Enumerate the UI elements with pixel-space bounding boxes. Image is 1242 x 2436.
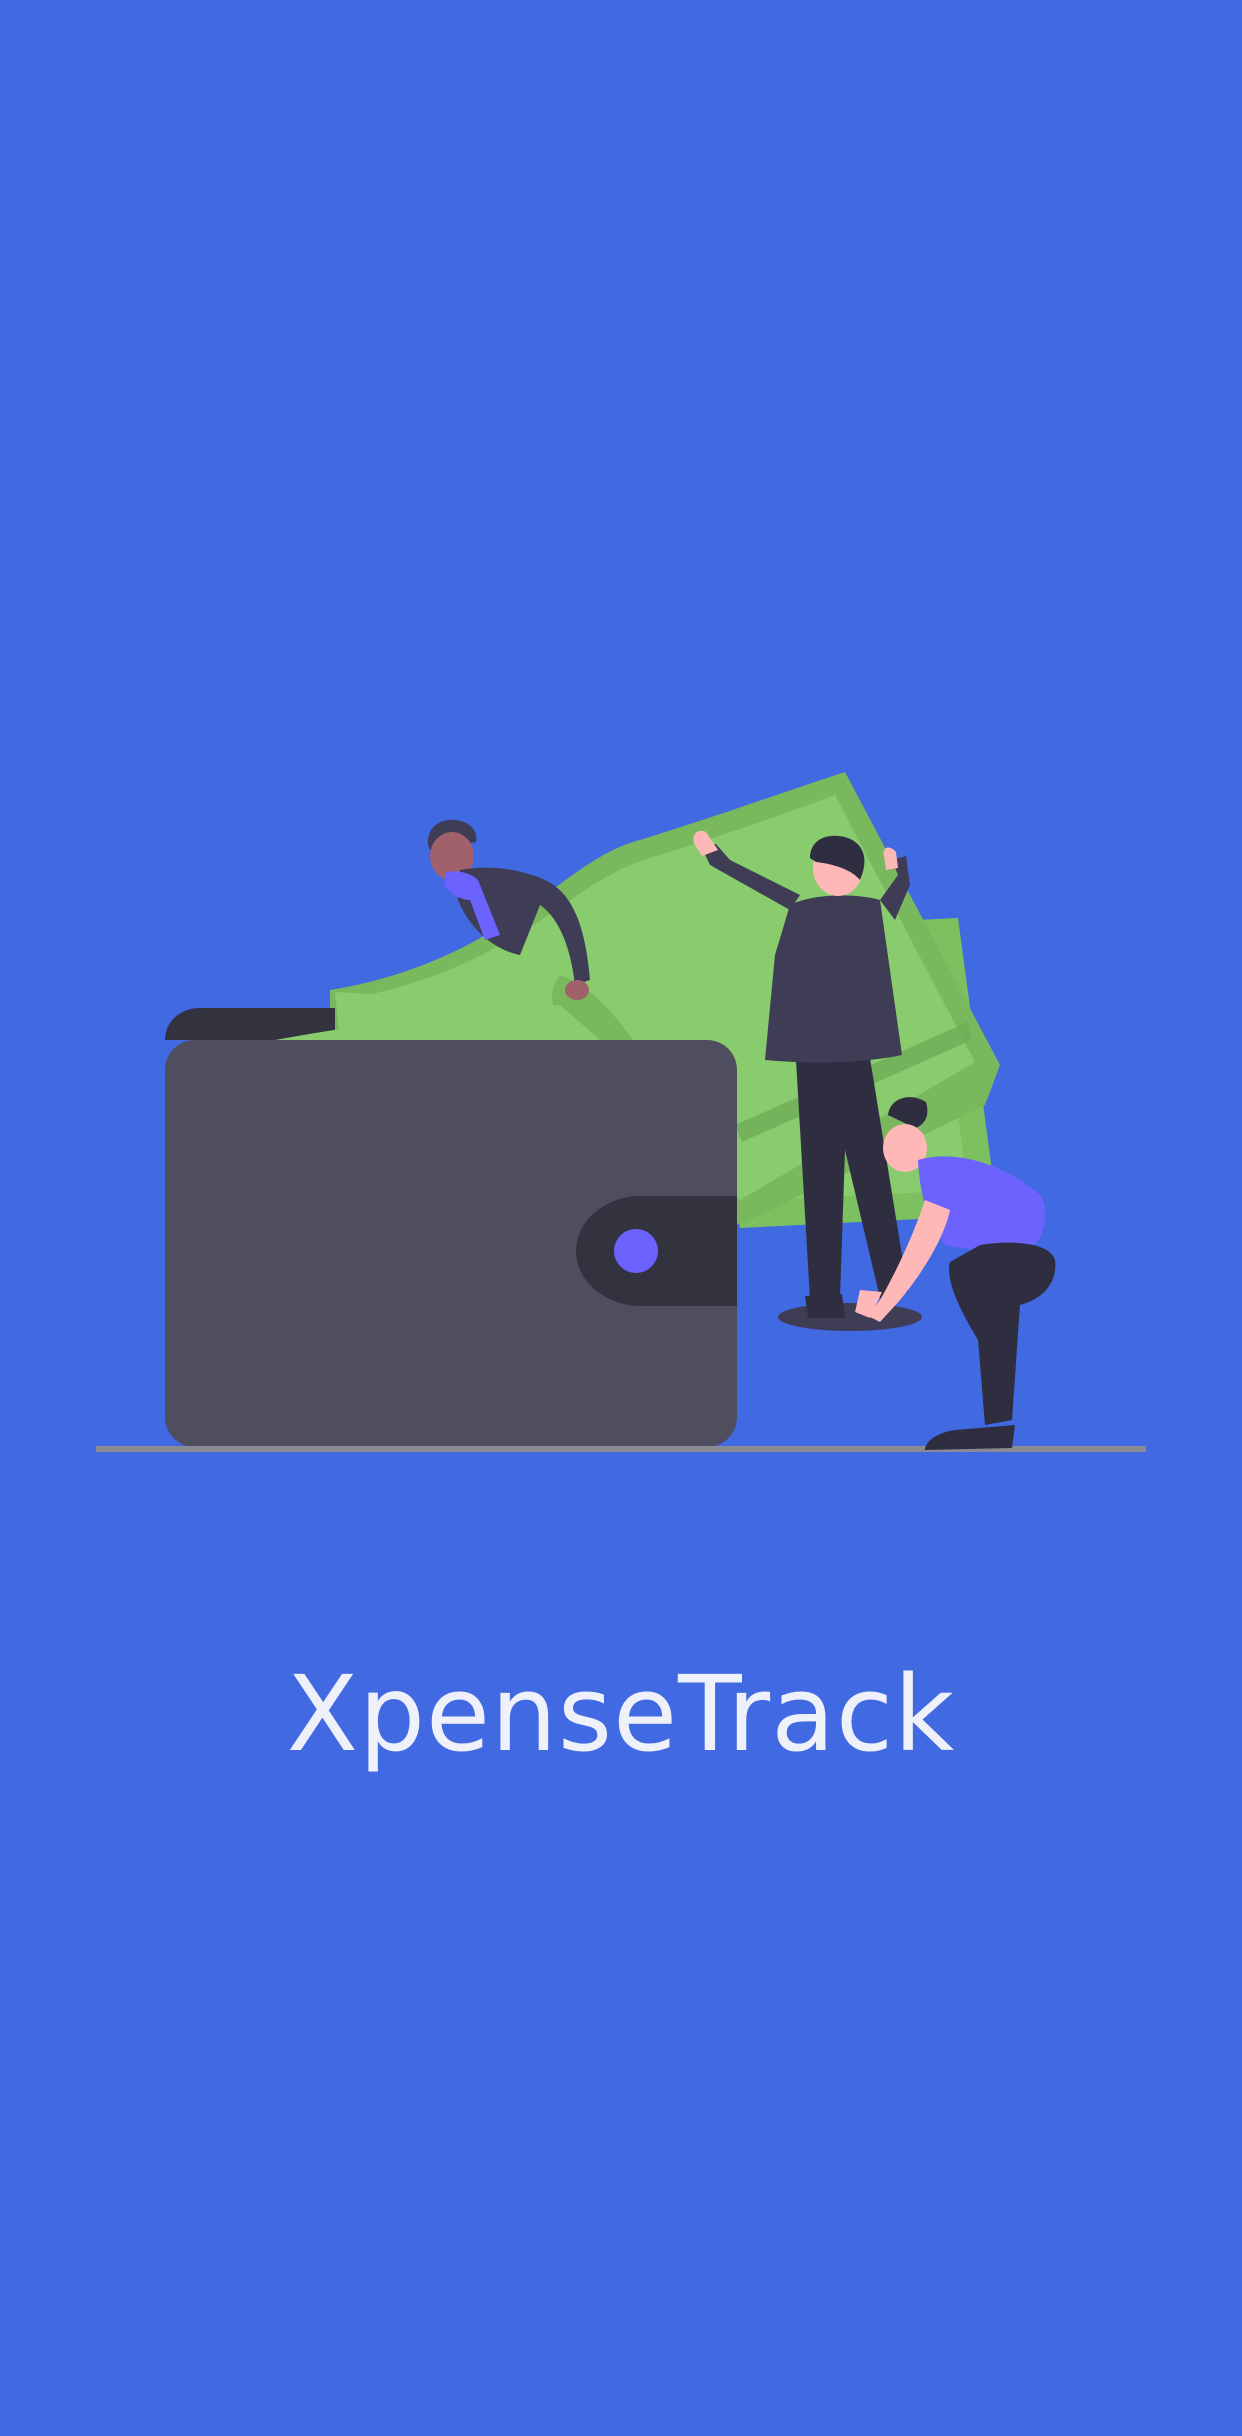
- wallet-illustration: [96, 772, 1146, 1452]
- person-crouching: [855, 1097, 1056, 1450]
- wallet: [165, 1005, 737, 1447]
- person-left: [427, 819, 590, 1000]
- app-title: XpenseTrack: [286, 1653, 956, 1775]
- person-standing: [693, 830, 922, 1331]
- wallet-clasp-button: [614, 1229, 658, 1273]
- ground-line: [96, 1446, 1146, 1452]
